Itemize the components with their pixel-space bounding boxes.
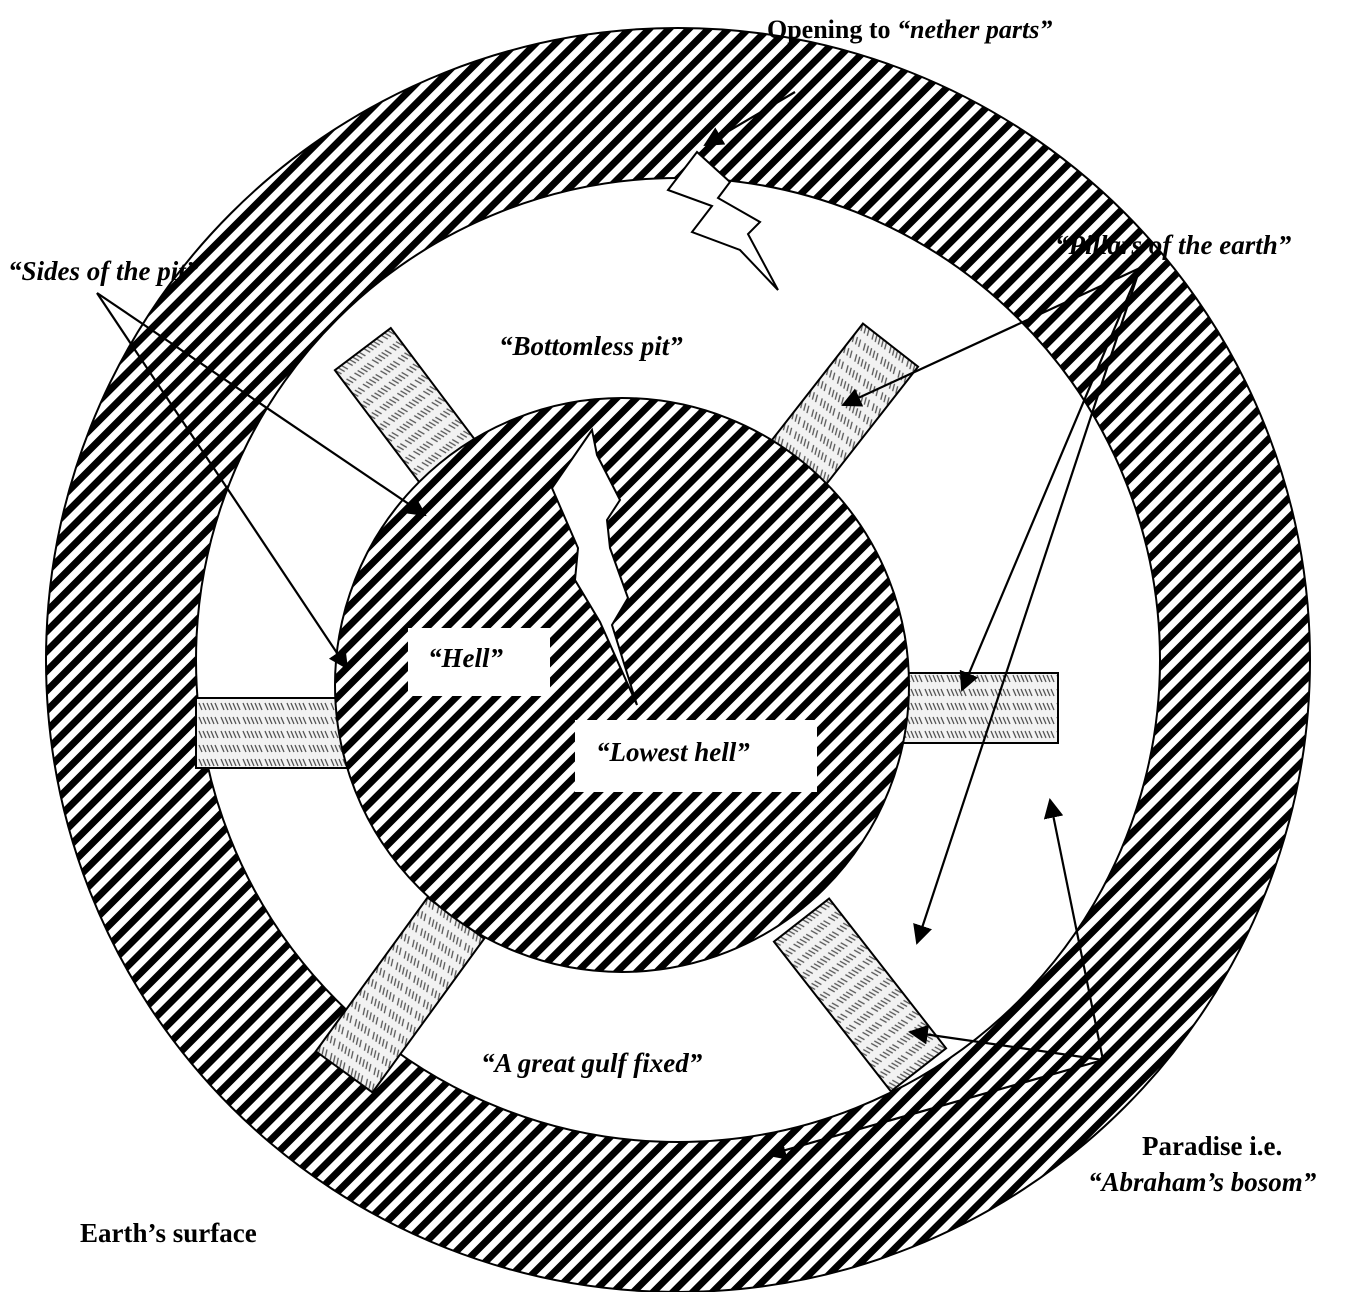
paradise-label-line2: “Abraham’s bosom” [1088,1167,1317,1197]
hell-label: “Hell” [428,643,503,673]
lowest-hell-label: “Lowest hell” [596,737,750,767]
opening-label: Opening to “nether parts” [767,15,1052,44]
sides-of-pit-label: “Sides of the pit” [8,256,200,286]
earth-surface-label: Earth’s surface [80,1218,257,1248]
paradise-label-line1: Paradise i.e. [1142,1131,1282,1161]
great-gulf-label: “A great gulf fixed” [481,1048,703,1078]
pillar-right [892,673,1058,743]
bottomless-pit-label: “Bottomless pit” [499,331,683,361]
pillars-label: “Pillars of the earth” [1055,230,1292,260]
